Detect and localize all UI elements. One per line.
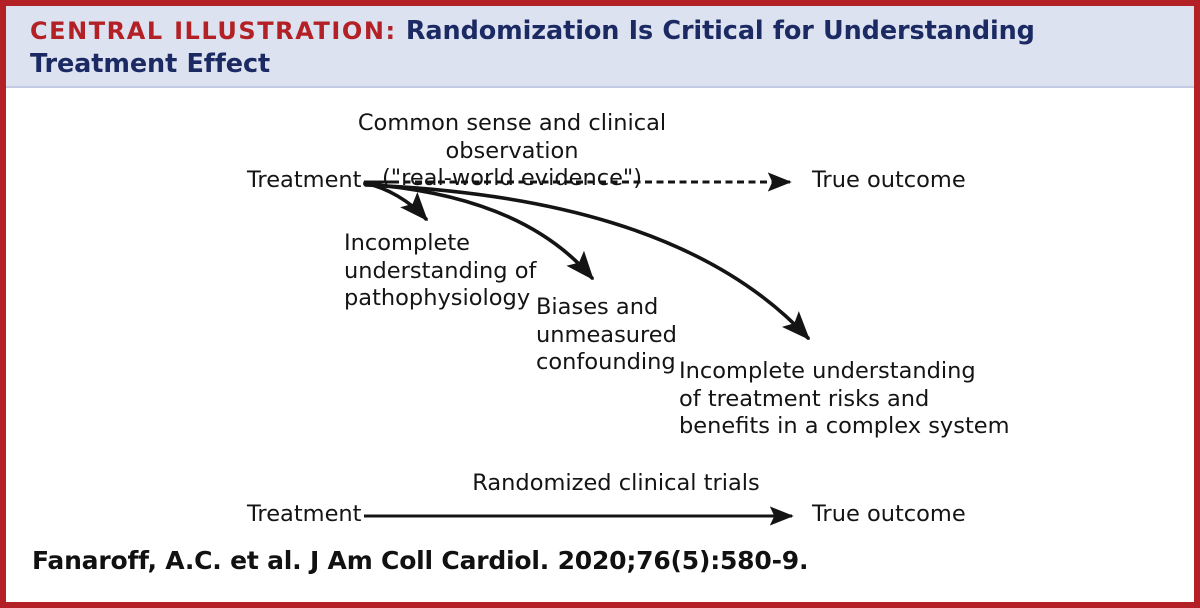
diagram-arrows	[363, 172, 810, 526]
diagram-canvas: Common sense and clinical observation ("…	[6, 88, 1194, 602]
observational-caption: Common sense and clinical observation ("…	[357, 110, 667, 191]
branch-label-biases: Biases and unmeasured confounding	[536, 294, 677, 375]
page-title-text: Randomization Is Critical for Understand…	[30, 16, 1035, 79]
observational-target-label: True outcome	[812, 167, 966, 193]
branch-arrow-risks-benefits	[364, 183, 810, 341]
citation-line: Fanaroff, A.C. et al. J Am Coll Cardiol.…	[32, 546, 809, 575]
trial-source-label: Treatment	[247, 501, 362, 527]
figure-header: CENTRAL ILLUSTRATION: Randomization Is C…	[6, 6, 1194, 88]
trial-target-label: True outcome	[812, 501, 966, 527]
observational-source-label: Treatment	[247, 167, 362, 193]
branch-label-pathophysiology: Incomplete understanding of pathophysiol…	[344, 230, 537, 311]
branch-label-risks-benefits: Incomplete understanding of treatment ri…	[679, 358, 1010, 439]
central-illustration-kicker: CENTRAL ILLUSTRATION:	[30, 17, 397, 45]
trial-caption: Randomized clinical trials	[472, 470, 760, 496]
page-title: CENTRAL ILLUSTRATION: Randomization Is C…	[30, 15, 1170, 81]
